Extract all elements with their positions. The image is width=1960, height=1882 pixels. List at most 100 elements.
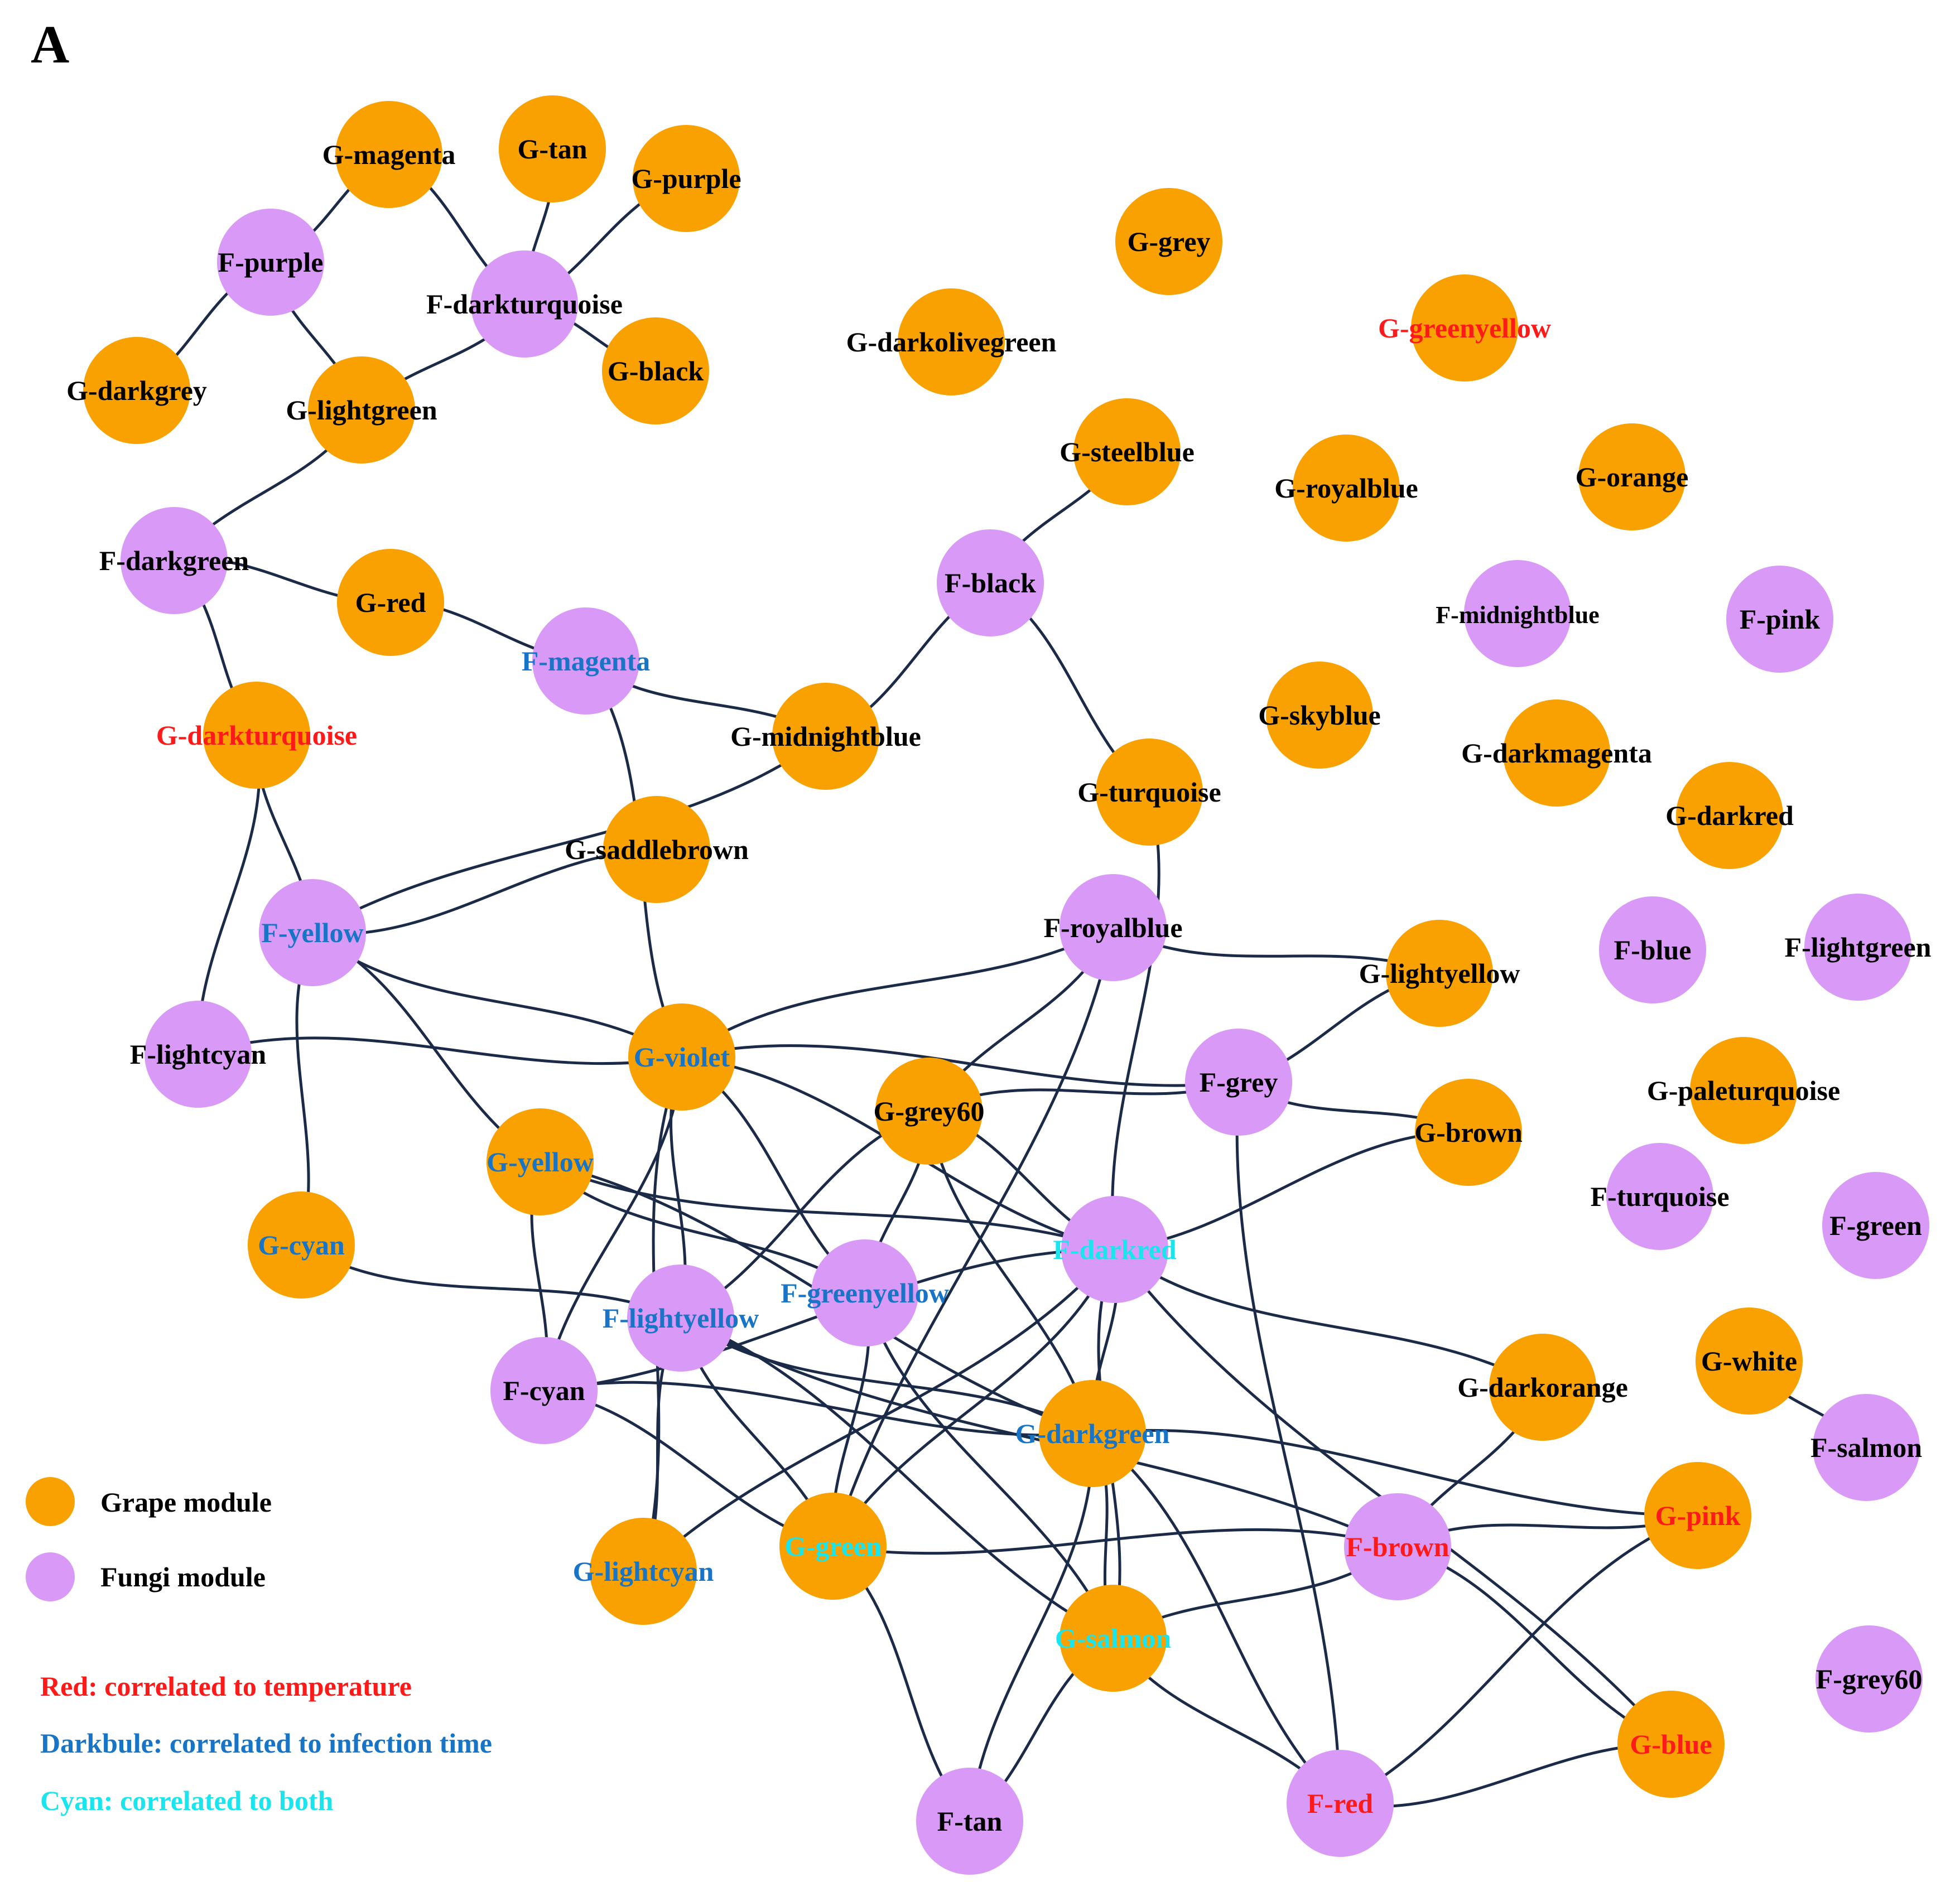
node-label-f-yellow: F-yellow xyxy=(261,917,363,948)
node-g-pink xyxy=(1644,1462,1751,1569)
node-g-magenta xyxy=(335,101,442,208)
node-label-g-royalblue: G-royalblue xyxy=(1274,472,1418,504)
node-label-f-turquoise: F-turquoise xyxy=(1590,1181,1729,1212)
node-g-darkgreen xyxy=(1039,1380,1146,1487)
legend-grape-swatch xyxy=(26,1477,75,1526)
node-label-f-grey: F-grey xyxy=(1200,1067,1278,1098)
node-g-paleturquoise xyxy=(1690,1037,1797,1144)
edge-g-yellow-f-darkred xyxy=(538,1160,1116,1251)
edge-g-darkgreen-g-pink xyxy=(1091,1429,1699,1517)
node-label-f-greenyellow: F-greenyellow xyxy=(781,1277,949,1309)
edge-f-lightyellow-g-salmon xyxy=(679,1316,1115,1640)
edge-f-lightyellow-g-darkgreen xyxy=(679,1316,1094,1435)
node-f-green xyxy=(1822,1172,1929,1279)
node-g-steelblue xyxy=(1073,398,1181,505)
node-g-darkgrey xyxy=(83,337,190,444)
node-label-f-darkgreen: F-darkgreen xyxy=(99,545,249,576)
node-label-g-darkred: G-darkred xyxy=(1665,800,1794,831)
node-label-g-white: G-white xyxy=(1701,1345,1797,1377)
node-f-lightcyan xyxy=(145,1001,252,1108)
node-g-purple xyxy=(633,125,740,232)
node-g-lightcyan xyxy=(590,1518,697,1625)
node-g-yellow xyxy=(487,1108,594,1215)
legend-fungi-label: Fungi module xyxy=(100,1561,266,1593)
node-f-darkred xyxy=(1061,1196,1168,1303)
node-g-tan xyxy=(499,95,606,202)
node-label-g-pink: G-pink xyxy=(1655,1500,1741,1531)
edge-g-brown-f-darkred xyxy=(1113,1131,1470,1251)
node-f-red xyxy=(1287,1750,1394,1857)
node-label-g-green: G-green xyxy=(784,1531,882,1562)
node-label-f-lightcyan: F-lightcyan xyxy=(130,1039,267,1070)
node-label-g-black: G-black xyxy=(608,355,704,387)
node-label-g-cyan: G-cyan xyxy=(258,1229,345,1261)
legend-fungi-swatch xyxy=(26,1552,75,1601)
node-g-saddlebrown xyxy=(603,796,710,903)
edge-g-cyan-f-lightyellow xyxy=(300,1243,682,1320)
node-label-f-magenta: F-magenta xyxy=(522,645,651,677)
node-f-greenyellow xyxy=(811,1239,918,1347)
node-label-g-lightyellow: G-lightyellow xyxy=(1359,958,1520,989)
node-label-f-black: F-black xyxy=(945,567,1036,599)
node-label-g-paleturquoise: G-paleturquoise xyxy=(1647,1075,1840,1106)
node-g-green xyxy=(779,1493,887,1600)
node-f-cyan xyxy=(490,1337,598,1444)
node-g-turquoise xyxy=(1096,739,1203,846)
edge-g-violet-f-grey xyxy=(680,1044,1240,1087)
node-label-g-lightcyan: G-lightcyan xyxy=(573,1556,714,1587)
node-label-g-yellow: G-yellow xyxy=(487,1146,594,1178)
edge-f-yellow-g-violet xyxy=(311,931,683,1059)
node-label-f-tan: F-tan xyxy=(937,1806,1003,1837)
edge-f-darkred-g-green xyxy=(831,1248,1116,1548)
node-g-skyblue xyxy=(1266,662,1373,769)
node-f-blue xyxy=(1599,896,1706,1003)
node-f-lightgreen xyxy=(1804,894,1911,1001)
node-label-g-darkmagenta: G-darkmagenta xyxy=(1461,737,1652,769)
node-label-g-darkolivegreen: G-darkolivegreen xyxy=(846,326,1057,358)
node-f-grey xyxy=(1185,1029,1292,1136)
node-g-darkred xyxy=(1676,762,1783,869)
edge-f-lightcyan-g-violet xyxy=(196,1036,683,1065)
node-label-g-salmon: G-salmon xyxy=(1055,1623,1172,1654)
node-label-f-cyan: F-cyan xyxy=(503,1375,585,1406)
node-g-red xyxy=(337,549,444,656)
node-f-black xyxy=(937,529,1044,636)
node-label-g-grey: G-grey xyxy=(1127,226,1210,257)
node-f-royalblue xyxy=(1060,874,1167,981)
node-label-g-darkgrey: G-darkgrey xyxy=(66,375,207,406)
node-f-tan xyxy=(916,1768,1023,1875)
node-g-darkorange xyxy=(1489,1334,1596,1441)
node-label-g-purple: G-purple xyxy=(631,163,741,194)
node-f-purple xyxy=(217,209,324,316)
node-label-f-darkred: F-darkred xyxy=(1053,1234,1176,1265)
node-g-cyan xyxy=(248,1191,355,1299)
panel-label: A xyxy=(31,15,69,74)
node-label-f-darkturquoise: F-darkturquoise xyxy=(426,288,623,320)
node-label-g-blue: G-blue xyxy=(1630,1729,1712,1760)
node-f-darkturquoise xyxy=(471,250,578,358)
node-label-g-red: G-red xyxy=(355,587,426,618)
node-g-orange xyxy=(1578,423,1685,530)
legend-both-note: Cyan: correlated to both xyxy=(40,1785,334,1816)
node-f-magenta xyxy=(532,607,639,715)
node-g-lightgreen xyxy=(308,356,415,464)
node-label-f-red: F-red xyxy=(1307,1788,1374,1819)
node-f-turquoise xyxy=(1606,1143,1713,1250)
node-g-royalblue xyxy=(1293,435,1400,542)
node-label-g-midnightblue: G-midnightblue xyxy=(730,721,921,752)
node-label-g-violet: G-violet xyxy=(634,1041,730,1073)
edge-f-cyan-g-darkgreen xyxy=(542,1381,1094,1437)
node-label-f-green: F-green xyxy=(1829,1210,1922,1241)
node-g-salmon xyxy=(1060,1585,1167,1692)
node-label-g-grey60: G-grey60 xyxy=(873,1096,984,1127)
node-label-f-brown: F-brown xyxy=(1346,1531,1449,1562)
legend: Grape module Fungi module Red: correlate… xyxy=(26,1477,492,1816)
node-g-blue xyxy=(1617,1691,1725,1798)
node-label-f-midnightblue: F-midnightblue xyxy=(1436,601,1599,629)
node-label-f-grey60: F-grey60 xyxy=(1816,1663,1923,1695)
node-g-darkturquoise xyxy=(203,682,310,789)
node-g-grey60 xyxy=(875,1058,983,1165)
node-g-brown xyxy=(1415,1079,1522,1186)
